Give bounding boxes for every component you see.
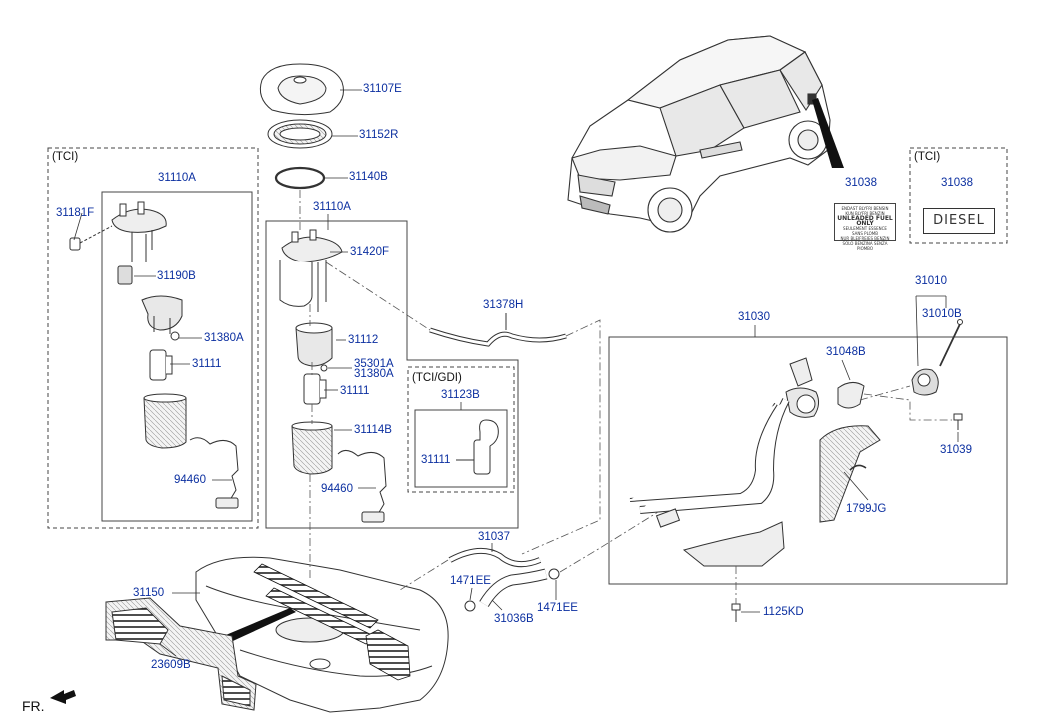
label-31181f[interactable]: 31181F: [56, 207, 95, 219]
label-31378h[interactable]: 31378H: [483, 299, 524, 311]
label-31111-mid[interactable]: 31111: [340, 385, 370, 397]
front-marker: FR.: [22, 698, 45, 714]
hose-31036b: [479, 568, 548, 607]
leaders-hoses: [469, 543, 557, 611]
hose-31378h: [429, 313, 567, 347]
label-31420f[interactable]: 31420F: [350, 246, 390, 258]
label-31140b[interactable]: 31140B: [349, 171, 388, 183]
filler-neck-parts: [629, 357, 881, 567]
car-illustration: [567, 35, 831, 233]
tank-straps: [253, 563, 411, 681]
clamps-1471ee: [464, 568, 560, 612]
tci-left-caption: (TCI): [52, 151, 79, 163]
label-1125kd[interactable]: 1125KD: [763, 606, 804, 618]
fuel-door-pointer: [812, 98, 844, 168]
label-31114b[interactable]: 31114B: [354, 424, 392, 436]
label-31107e[interactable]: 31107E: [363, 83, 402, 95]
decal-line-3: UNLEADED FUEL ONLY: [837, 215, 893, 227]
label-31010b[interactable]: 31010B: [922, 308, 962, 320]
label-31380a-left[interactable]: 31380A: [204, 332, 244, 344]
label-31110a-left[interactable]: 31110A: [158, 172, 196, 184]
label-94460-left[interactable]: 94460: [174, 474, 206, 486]
heat-shield-23609b: [105, 597, 257, 711]
label-31030[interactable]: 31030: [738, 311, 770, 323]
bolt-31039: [953, 413, 963, 430]
fuel-decal: ENDAST BLYFRI BENSIN KUN BLYFRI BENZIN U…: [834, 203, 896, 251]
label-31111-left[interactable]: 31111: [192, 358, 222, 370]
label-31123b[interactable]: 31123B: [441, 389, 480, 401]
module-left-frame: [101, 191, 253, 522]
assembly-lines: [299, 190, 952, 604]
label-1799jg[interactable]: 1799JG: [846, 503, 887, 515]
label-31112[interactable]: 31112: [348, 334, 379, 346]
leaders-cap: [915, 295, 959, 442]
label-1471ee-right[interactable]: 1471EE: [537, 602, 578, 614]
label-31010[interactable]: 31010: [915, 275, 947, 287]
plate-31152r: [267, 119, 333, 149]
leaders-filler: [741, 325, 869, 613]
tci-gdi-dashed-frame: [407, 366, 515, 493]
strap-pointer: [214, 608, 296, 646]
gasket-31140b: [274, 166, 326, 190]
label-31038-tci[interactable]: 31038: [941, 177, 973, 189]
label-31037[interactable]: 31037: [478, 531, 510, 543]
label-23609b[interactable]: 23609B: [151, 659, 191, 671]
left-module-parts: [69, 201, 239, 509]
label-31038-car[interactable]: 31038: [845, 177, 877, 189]
cover-31107e: [259, 63, 344, 116]
leaders-left: [73, 212, 232, 481]
decal-line-5: SANS PLOMB: [852, 231, 878, 236]
label-31150[interactable]: 31150: [133, 587, 165, 599]
front-arrow-icon: [50, 690, 76, 704]
tci-right-dashed-frame: [909, 147, 1008, 244]
label-31048b[interactable]: 31048B: [826, 346, 866, 358]
decal-line-7: SOLO BENZINA SENZA PIOMBO: [842, 241, 888, 251]
label-31036b[interactable]: 31036B: [494, 613, 534, 625]
label-31190b[interactable]: 31190B: [157, 270, 196, 282]
filler-frame: [608, 336, 1008, 585]
diesel-decal: DIESEL: [923, 208, 995, 234]
label-31152r[interactable]: 31152R: [359, 129, 399, 141]
label-31110a-mid[interactable]: 31110A: [313, 201, 351, 213]
pump-31111-tcigdi: [456, 419, 499, 475]
label-1471ee-left[interactable]: 1471EE: [450, 575, 491, 587]
bolt-1125kd: [731, 603, 741, 622]
leaders-mid: [324, 214, 376, 489]
decal-line-4: SEULEMENT ESSENCE: [843, 226, 887, 231]
frames: [47, 147, 1008, 585]
tci-left-dashed-frame: [47, 147, 259, 529]
decal-line-6: NUR BLEIFREIES BENZIN: [840, 236, 890, 241]
tci-right-caption: (TCI): [914, 151, 941, 163]
leaders-top: [324, 89, 362, 179]
decal-line-2: KUN BLYFRI BENZIN: [845, 211, 885, 216]
mid-module-parts: [279, 229, 387, 523]
cap-31010: [911, 319, 963, 396]
tci-gdi-caption: (TCI/GDI): [412, 372, 462, 384]
hose-31037: [448, 547, 542, 568]
label-31111-tcigdi[interactable]: 31111: [421, 454, 451, 466]
leaders-tank: [159, 592, 200, 657]
label-31039[interactable]: 31039: [940, 444, 972, 456]
decal-line-1: ENDAST BLYFRI BENSIN: [841, 206, 889, 211]
module-mid-frame: [265, 220, 519, 529]
label-94460-mid[interactable]: 94460: [321, 483, 353, 495]
label-31380a-mid[interactable]: 31380A: [354, 368, 394, 380]
label-35301a[interactable]: 35301A: [354, 358, 394, 370]
